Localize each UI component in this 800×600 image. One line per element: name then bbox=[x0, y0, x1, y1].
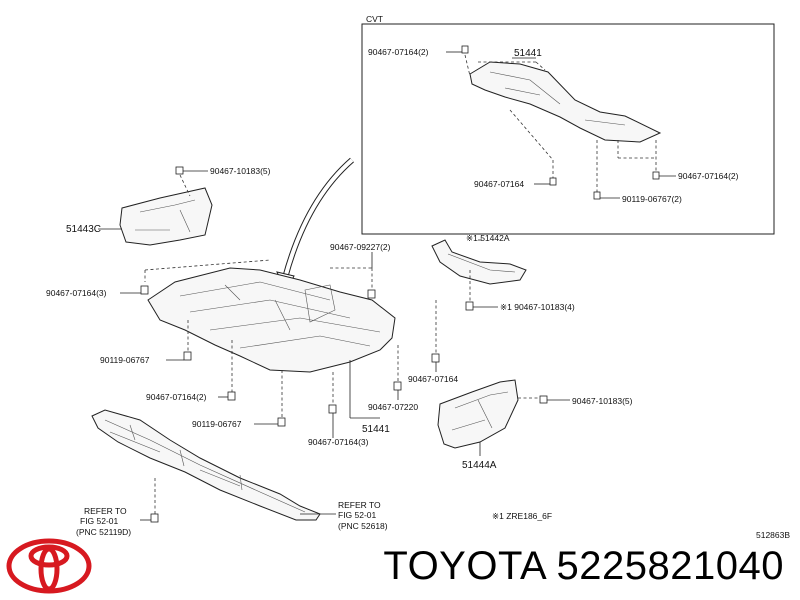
bumper-reinforcement bbox=[91, 409, 321, 521]
clip-10183-4-icon bbox=[465, 301, 474, 311]
label-part-51443c: 51443C bbox=[66, 224, 101, 235]
part-51442a bbox=[431, 239, 527, 285]
label-part-51444a: 51444A bbox=[462, 460, 497, 471]
label-bolt-07164-3-bottom: 90467-07164(3) bbox=[308, 437, 369, 447]
part-51444a bbox=[437, 379, 519, 449]
bolt-refer-left-icon bbox=[150, 513, 159, 523]
label-bolt-06767-left: 90119-06767 bbox=[100, 355, 150, 365]
bolt-09227-icon bbox=[367, 289, 376, 299]
label-inset-part: 51441 bbox=[514, 48, 542, 59]
inset-bolt-bottom-icon bbox=[593, 191, 601, 200]
label-inset-bolt-right: 90467-07164(2) bbox=[678, 171, 739, 181]
bolt-07220-icon bbox=[393, 381, 402, 391]
bolt-06767-mid-icon bbox=[277, 417, 286, 427]
cvt-inset-title: CVT bbox=[366, 14, 383, 24]
inset-bolt-top-icon bbox=[461, 45, 469, 54]
label-figure-code: 512863B bbox=[756, 530, 790, 540]
main-under-cover-51441 bbox=[147, 267, 396, 373]
label-clip-10183-4: ※1 90467-10183(4) bbox=[500, 302, 575, 312]
label-inset-bolt-bottom: 90119-06767(2) bbox=[622, 194, 682, 204]
label-clip-top: 90467-10183(5) bbox=[210, 166, 271, 176]
inset-bolt-left-icon bbox=[549, 177, 557, 186]
clip-10183-right-icon bbox=[539, 395, 548, 404]
inset-part-51441 bbox=[469, 61, 662, 143]
toyota-logo-icon bbox=[6, 538, 92, 594]
label-inset-bolt-left: 90467-07164 bbox=[474, 179, 524, 189]
label-bolt-06767-mid: 90119-06767 bbox=[192, 419, 242, 429]
cvt-inset-frame bbox=[361, 23, 775, 235]
label-bolt-07220: 90467-07220 bbox=[368, 402, 418, 412]
label-inset-bolt-top: 90467-07164(2) bbox=[368, 47, 429, 57]
label-part-51441-main: 51441 bbox=[362, 424, 390, 435]
label-refer-left-1: REFER TO bbox=[84, 506, 127, 516]
label-refer-left-3: (PNC 52119D) bbox=[76, 527, 131, 537]
reference-arrow-icon bbox=[276, 157, 354, 294]
bolt-07164-2-icon bbox=[227, 391, 236, 401]
bolt-07164-right-icon bbox=[431, 353, 440, 363]
label-bolt-left-3: 90467-07164(3) bbox=[46, 288, 107, 298]
bolt-left-3-icon bbox=[140, 285, 149, 295]
bolt-06767-left-icon bbox=[183, 351, 192, 361]
part-51443c bbox=[119, 187, 213, 246]
label-clip-10183-right: 90467-10183(5) bbox=[572, 396, 633, 406]
label-bolt-07164-2: 90467-07164(2) bbox=[146, 392, 207, 402]
label-bolt-07164-right: 90467-07164 bbox=[408, 374, 458, 384]
label-clip-09227: 90467-09227(2) bbox=[330, 242, 391, 252]
label-note: ※1 ZRE186_6F bbox=[492, 511, 552, 521]
clip-top-icon bbox=[175, 166, 184, 175]
bolt-07164-3-bottom-icon bbox=[328, 404, 337, 414]
inset-bolt-right-icon bbox=[652, 171, 660, 180]
brand-footer: TOYOTA 5225821040 bbox=[0, 530, 800, 600]
label-part-51442a: ※1 51442A bbox=[466, 233, 510, 243]
label-refer-right-3: (PNC 52618) bbox=[338, 521, 388, 531]
brand-part-number: TOYOTA 5225821040 bbox=[383, 544, 784, 588]
label-refer-right-1: REFER TO bbox=[338, 500, 381, 510]
label-refer-left-2: FIG 52-01 bbox=[80, 516, 119, 526]
label-refer-right-2: FIG 52-01 bbox=[338, 510, 377, 520]
